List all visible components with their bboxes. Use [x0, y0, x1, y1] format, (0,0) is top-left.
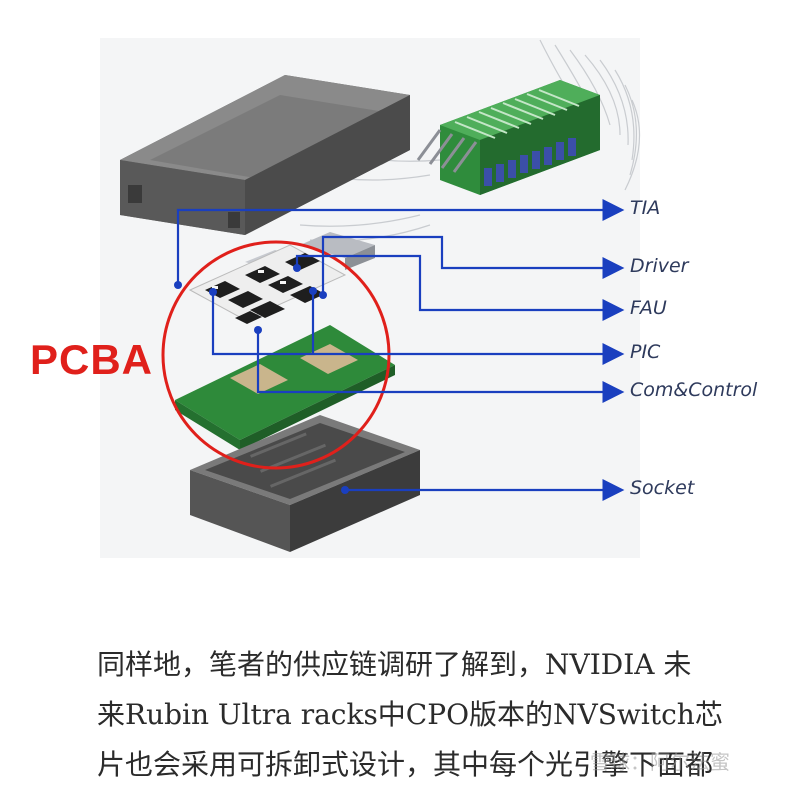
article-line: 来Rubin Ultra racks中CPO版本的NVSwitch芯 [97, 698, 723, 731]
socket [190, 415, 420, 552]
tia-leader [176, 199, 625, 285]
fau-leader [295, 254, 625, 321]
article-body: 同样地，笔者的供应链调研了解到，NVIDIA 未 来Rubin Ultra ra… [97, 640, 787, 790]
pic-label: PIC [630, 341, 661, 363]
chip-layer [188, 244, 347, 324]
com-control-label: Com&Control [630, 379, 758, 401]
callout-leaders [176, 199, 625, 501]
article-line: 同样地，笔者的供应链调研了解到，NVIDIA 未 [97, 648, 692, 681]
com-control-leader [256, 330, 625, 403]
exploded-view-diagram: PCBA TIA Driver FAU PIC Com&Control Sock… [30, 38, 758, 558]
driver-label: Driver [630, 255, 689, 277]
article-line: 片也会采用可拆卸式设计，其中每个光引擎下面都 [97, 748, 714, 781]
fiber-connector-array [416, 80, 600, 195]
fau-label: FAU [630, 297, 667, 319]
tia-label: TIA [630, 197, 661, 219]
top-lid [120, 75, 410, 235]
pcba-label: PCBA [30, 336, 154, 383]
socket-label: Socket [630, 477, 695, 499]
diagram-canvas [100, 38, 641, 558]
pic-leader [211, 292, 625, 365]
watermark: 雪球：阿尔法蜜 [590, 750, 730, 774]
